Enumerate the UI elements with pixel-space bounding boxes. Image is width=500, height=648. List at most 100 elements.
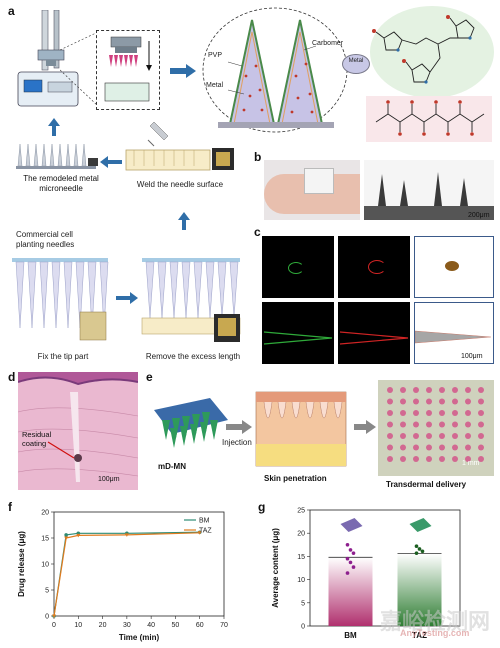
delivery-dot <box>400 444 406 451</box>
skin-penetration-illustration <box>255 391 347 467</box>
delivery-dot <box>465 387 471 393</box>
delivery-dot <box>413 410 419 416</box>
delivery-dot <box>426 398 432 405</box>
arrow-up-icon <box>178 212 190 230</box>
delivery-dot <box>478 421 484 428</box>
delivery-dot <box>439 433 445 439</box>
weld-caption: Weld the needle surface <box>136 180 224 189</box>
panel-label-c: c <box>254 225 261 239</box>
delivery-dot <box>452 456 458 462</box>
panel-label-g: g <box>258 500 266 514</box>
fluorescence-green-1 <box>262 236 334 298</box>
data-point-BM <box>64 533 68 537</box>
delivery-dot <box>465 433 471 439</box>
delivery-dot-grid <box>387 387 484 462</box>
y-tick-label: 0 <box>45 614 49 621</box>
delivery-dot <box>439 410 445 416</box>
fluorescence-red-2 <box>338 302 410 364</box>
delivery-dot <box>387 433 393 439</box>
y-axis-label: Average content (μg) <box>271 528 280 608</box>
x-tick-label: 30 <box>123 622 131 629</box>
bar-TAZ <box>397 553 442 626</box>
bar-BM <box>328 557 373 626</box>
x-tick-label: 70 <box>220 622 228 629</box>
remodeled-needle-illustration <box>16 143 98 169</box>
delivery-dot <box>387 410 393 416</box>
y-axis-label: Drug release (μg) <box>17 531 26 597</box>
delivery-dot <box>452 433 458 439</box>
watermark-en: AnyTesting.com <box>400 628 470 638</box>
panel-label-a: a <box>8 4 15 18</box>
delivery-dot <box>387 456 393 462</box>
delivery-dot <box>452 398 458 405</box>
delivery-dot <box>478 444 484 451</box>
delivery-dot <box>478 410 484 416</box>
x-tick-label: 0 <box>52 622 56 629</box>
x-tick-label: 20 <box>99 622 107 629</box>
legend-label-TAZ: TAZ <box>199 528 212 535</box>
arrow-left-icon <box>100 156 122 168</box>
mdmn-patch-illustration <box>154 398 228 448</box>
zoom-box <box>96 30 160 110</box>
delivery-dot <box>439 456 445 462</box>
delivery-dot <box>439 398 445 405</box>
y-tick-label: 20 <box>297 531 305 538</box>
fluorescence-green-2 <box>262 302 334 364</box>
fix-caption: Fix the tip part <box>37 352 89 361</box>
x-tick-label: 60 <box>196 622 204 629</box>
delivery-dot <box>387 421 393 428</box>
series-line-TAZ <box>53 532 200 617</box>
delivery-dot <box>400 433 406 439</box>
remove-caption: Remove the excess length <box>145 352 241 361</box>
tissue-section-image: Residual coating 100μm <box>18 372 138 490</box>
delivery-dot <box>465 444 471 451</box>
panel-label-f: f <box>8 500 12 514</box>
scale-bar-d: 100μm <box>98 476 120 483</box>
delivery-dot <box>400 421 406 428</box>
legend-label-BM: BM <box>199 518 210 525</box>
delivery-dot <box>387 444 393 451</box>
delivery-dot <box>387 398 393 405</box>
scale-bar-c: 100μm <box>461 353 483 360</box>
y-tick-label: 10 <box>297 577 305 584</box>
scatter-point-TAZ <box>420 549 425 554</box>
carbomer-label: Carbomer <box>312 40 344 47</box>
delivery-dot <box>400 410 406 416</box>
series-line-BM <box>53 531 200 617</box>
y-tick-label: 0 <box>301 624 305 631</box>
fluorescence-red-1 <box>338 236 410 298</box>
data-point-TAZ <box>76 533 81 538</box>
delivery-dot <box>452 421 458 428</box>
residual-coating-label: Residual coating <box>22 430 52 448</box>
scatter-point-TAZ <box>417 547 422 551</box>
scatter-point-BM <box>345 556 350 561</box>
arrow-right-icon <box>226 420 252 434</box>
data-point-TAZ <box>52 614 56 618</box>
panel-label-d: d <box>8 370 16 384</box>
scatter-point-BM <box>345 571 350 575</box>
delivery-dot <box>400 456 406 462</box>
needle-dip-illustration <box>104 36 152 102</box>
delivery-dot <box>478 456 484 462</box>
delivery-dot <box>426 421 432 428</box>
delivery-dot <box>426 444 432 451</box>
delivery-dot <box>426 456 432 462</box>
y-tick-label: 10 <box>41 562 49 569</box>
delivery-dot <box>478 387 484 393</box>
y-tick-label: 15 <box>297 554 305 561</box>
data-point-TAZ <box>64 536 69 540</box>
transdermal-delivery-photo: 1 mm <box>378 380 494 476</box>
arrow-up-icon <box>48 118 60 136</box>
scale-bar-b: 200μm <box>468 212 490 219</box>
photo-microneedle-on-finger <box>264 160 360 220</box>
x-axis-label: Time (min) <box>119 633 160 642</box>
microneedle-icon <box>340 518 363 532</box>
delivery-dot <box>413 398 419 405</box>
delivery-dot <box>478 398 484 405</box>
category-label-TAZ: TAZ <box>412 631 427 640</box>
transdermal-label: Transdermal delivery <box>386 480 467 489</box>
scatter-point-BM <box>351 551 356 555</box>
delivery-dot <box>426 410 432 416</box>
delivery-dot <box>400 387 406 393</box>
